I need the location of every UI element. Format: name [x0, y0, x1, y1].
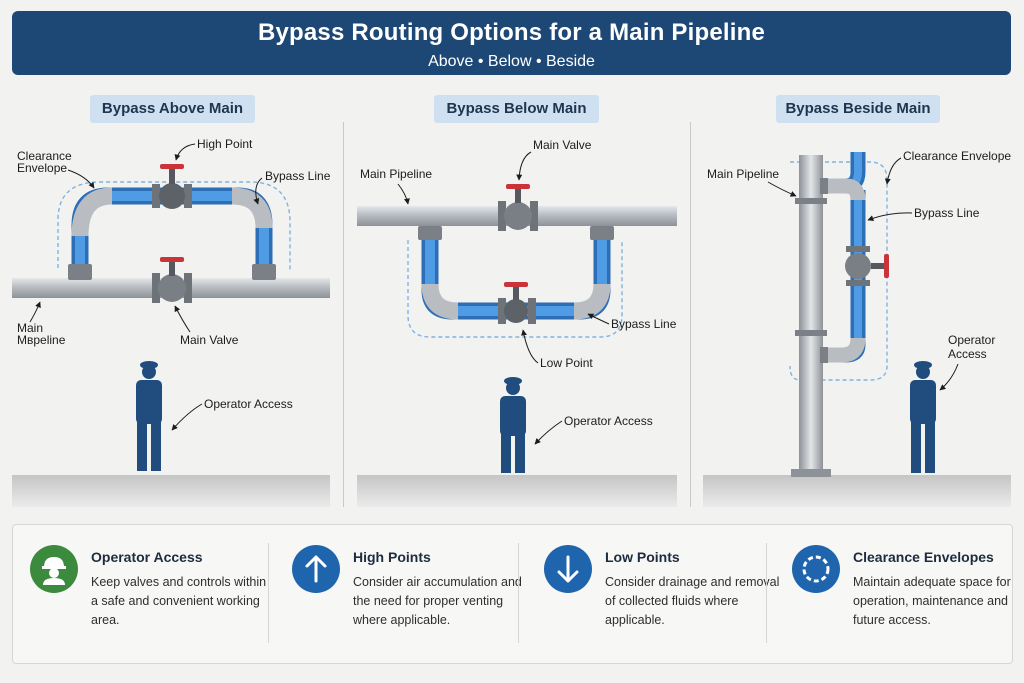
callout-bypass-line: Bypass Line — [914, 206, 980, 220]
callout-low-point: Low Point — [540, 356, 593, 370]
elbow — [421, 283, 459, 320]
panel-beside: Main Pipeline Clearance Envelope Bypass … — [703, 149, 1011, 507]
valve-handle-icon — [884, 254, 889, 278]
valve-handle-icon — [506, 184, 530, 189]
flange — [152, 273, 160, 303]
bypass-valve-body — [504, 299, 528, 323]
valve-handle-icon — [160, 164, 184, 169]
callout-operator-access: Operator — [948, 333, 995, 347]
valve-stem — [515, 187, 521, 203]
card-low-points: Low Points Consider drainage and removal… — [527, 525, 779, 663]
tee-flange — [590, 226, 614, 240]
valve-stem — [871, 263, 885, 269]
callout-bypass-line: Bypass Line — [265, 169, 331, 183]
elbow — [71, 187, 113, 237]
page-title: Bypass Routing Options for a Main Pipeli… — [257, 19, 766, 46]
panel-label-beside: Bypass Beside Main — [776, 95, 940, 123]
callout-operator-access: Operator Access — [564, 414, 653, 428]
floor — [12, 475, 330, 507]
floor — [703, 475, 1011, 507]
bypass-valve-body — [159, 183, 185, 209]
callout-main-valve: Main Valve — [180, 333, 239, 347]
valve-stem — [513, 286, 519, 300]
card-clearance-envelopes: Clearance Envelopes Maintain adequate sp… — [775, 525, 1011, 663]
flange — [152, 184, 160, 208]
panel-below: Main Valve Main Pipeline Bypass Line Low… — [357, 138, 677, 507]
callout-clearance: Clearance Envelope — [903, 149, 1011, 163]
tee-flange — [252, 264, 276, 280]
callout-operator-access: Access — [948, 347, 987, 361]
arrow-down-icon — [544, 545, 592, 593]
valve-stem — [169, 166, 175, 184]
callout-main-pipeline: Mʙpeline — [17, 333, 66, 347]
callout-clearance: Clearance — [17, 149, 72, 163]
panel-divider — [343, 122, 344, 507]
callout-bypass-line: Bypass Line — [611, 317, 677, 331]
card-title: Operator Access — [91, 549, 203, 565]
card-divider — [766, 543, 767, 643]
card-operator-access: Operator Access Keep valves and controls… — [13, 525, 266, 663]
card-body: Consider air accumulation and the need f… — [353, 575, 522, 627]
operator-icon — [136, 361, 162, 471]
main-valve-body — [158, 274, 186, 302]
flange — [846, 280, 870, 286]
card-title: Low Points — [605, 549, 680, 565]
flange — [184, 273, 192, 303]
panel-above: Clearance Envelope High Point Bypass Lin… — [12, 137, 331, 507]
panel-label-below: Bypass Below Main — [434, 95, 599, 123]
tee-flange — [820, 347, 828, 363]
valve-handle-icon — [504, 282, 528, 287]
callout-clearance: Envelope — [17, 161, 67, 175]
card-title: Clearance Envelopes — [853, 549, 994, 565]
main-valve-body — [504, 202, 532, 230]
flange — [846, 246, 870, 252]
elbow — [231, 187, 273, 229]
elbow — [826, 337, 866, 363]
card-divider — [518, 543, 519, 643]
card-title: High Points — [353, 549, 431, 565]
card-body: Consider drainage and removal of collect… — [605, 575, 780, 627]
callout-main-valve: Main Valve — [533, 138, 592, 152]
flange — [498, 298, 506, 324]
floor — [357, 475, 677, 507]
flange — [795, 330, 827, 336]
bypass-valve-body — [845, 253, 871, 279]
clearance-envelope — [57, 181, 291, 270]
flange — [530, 201, 538, 231]
tee-flange — [820, 178, 828, 194]
flange — [528, 298, 536, 324]
flange — [498, 201, 506, 231]
callout-main-pipeline: Main Pipeline — [360, 167, 432, 181]
tee-flange — [418, 226, 442, 240]
pipe-base — [791, 469, 831, 477]
dashed-circle-icon — [792, 545, 840, 593]
flange — [795, 198, 827, 204]
elbow — [573, 283, 611, 320]
card-body: Maintain adequate space for operation, m… — [853, 575, 1011, 627]
legend-panel: Operator Access Keep valves and controls… — [12, 524, 1013, 664]
flange — [184, 184, 192, 208]
worker-icon — [30, 545, 78, 593]
panel-label-above: Bypass Above Main — [90, 95, 255, 123]
callout-main-pipeline: Main — [17, 321, 43, 335]
clearance-envelope — [789, 161, 888, 381]
valve-handle-icon — [160, 257, 184, 262]
tee-flange — [68, 264, 92, 280]
arrow-up-icon — [292, 545, 340, 593]
callout-main-pipeline: Main Pipeline — [707, 167, 779, 181]
callout-high-point: High Point — [197, 137, 253, 151]
panel-divider — [690, 122, 691, 507]
operator-icon — [500, 377, 526, 473]
card-high-points: High Points Consider air accumulation an… — [275, 525, 525, 663]
page-subtitle: Above • Below • Beside — [428, 53, 595, 70]
card-body: Keep valves and controls within a safe a… — [91, 575, 267, 627]
main-pipeline — [799, 155, 823, 475]
callout-operator-access: Operator Access — [204, 397, 293, 411]
card-divider — [268, 543, 269, 643]
elbow — [826, 178, 866, 201]
valve-stem — [169, 260, 175, 276]
header-banner: Bypass Routing Options for a Main Pipeli… — [12, 11, 1011, 75]
operator-icon — [910, 361, 936, 473]
